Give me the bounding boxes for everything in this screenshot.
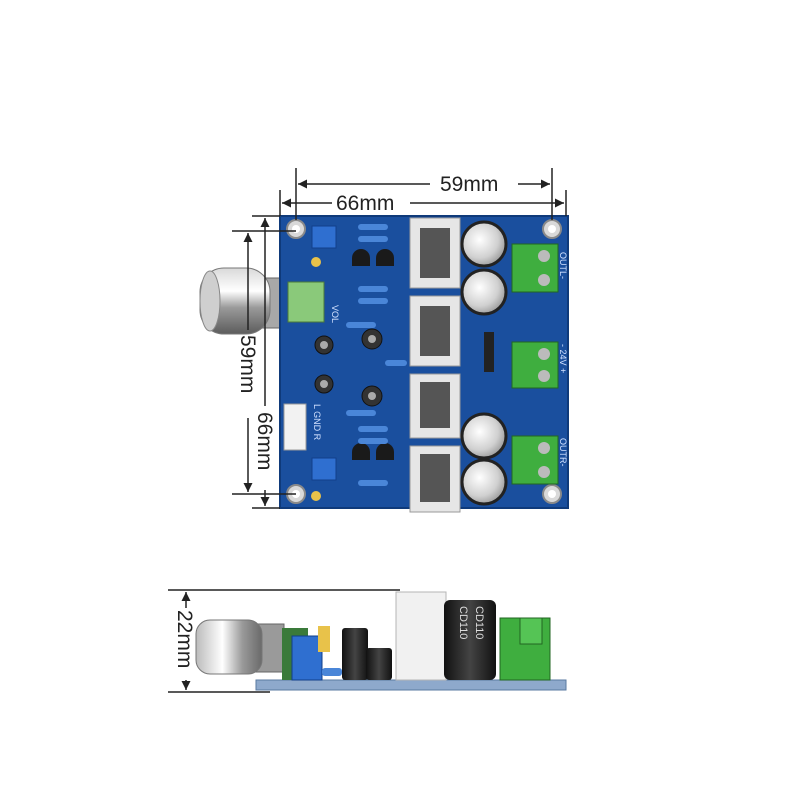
cap-text: CD110 <box>457 606 469 639</box>
trimmer-top <box>311 225 337 249</box>
knob-side <box>195 619 285 675</box>
out-l-label: OUTL- <box>558 252 568 279</box>
side-view: 22mm CD110 CD110 <box>168 589 567 693</box>
side-height-label: 22mm <box>173 610 196 668</box>
out-r-label: OUTR- <box>558 438 568 467</box>
terminal-side <box>499 617 551 681</box>
large-capacitors <box>460 220 508 506</box>
input-label: L GND R <box>312 404 322 441</box>
width-inner-label: 59mm <box>440 173 498 196</box>
small-cap-side-2 <box>366 648 392 680</box>
big-cap-side <box>444 600 496 680</box>
top-view: VOL <box>199 168 569 513</box>
potentiometer <box>287 281 325 323</box>
trimmer-side <box>291 635 323 681</box>
vol-label: VOL <box>330 305 340 323</box>
cap-text-2: CD110 <box>473 606 485 639</box>
diode <box>484 332 494 372</box>
amplifier-chips <box>409 217 461 513</box>
trimmer-bottom <box>311 457 337 481</box>
dimension-height <box>232 215 296 509</box>
input-connector <box>283 403 307 451</box>
height-inner-label: 59mm <box>236 335 259 393</box>
transistors <box>352 249 394 460</box>
dimension-width <box>279 168 567 220</box>
terminal-blocks <box>511 243 559 485</box>
resistors <box>346 224 407 486</box>
small-capacitors <box>314 328 383 407</box>
height-outer-label: 66mm <box>253 412 276 470</box>
pcb-side <box>255 679 567 691</box>
dimension-side-height <box>168 589 400 693</box>
power-label: - 24V + <box>558 344 568 373</box>
heatsink-side <box>395 591 447 681</box>
width-outer-label: 66mm <box>336 192 394 215</box>
small-cap-side-1 <box>342 628 368 680</box>
